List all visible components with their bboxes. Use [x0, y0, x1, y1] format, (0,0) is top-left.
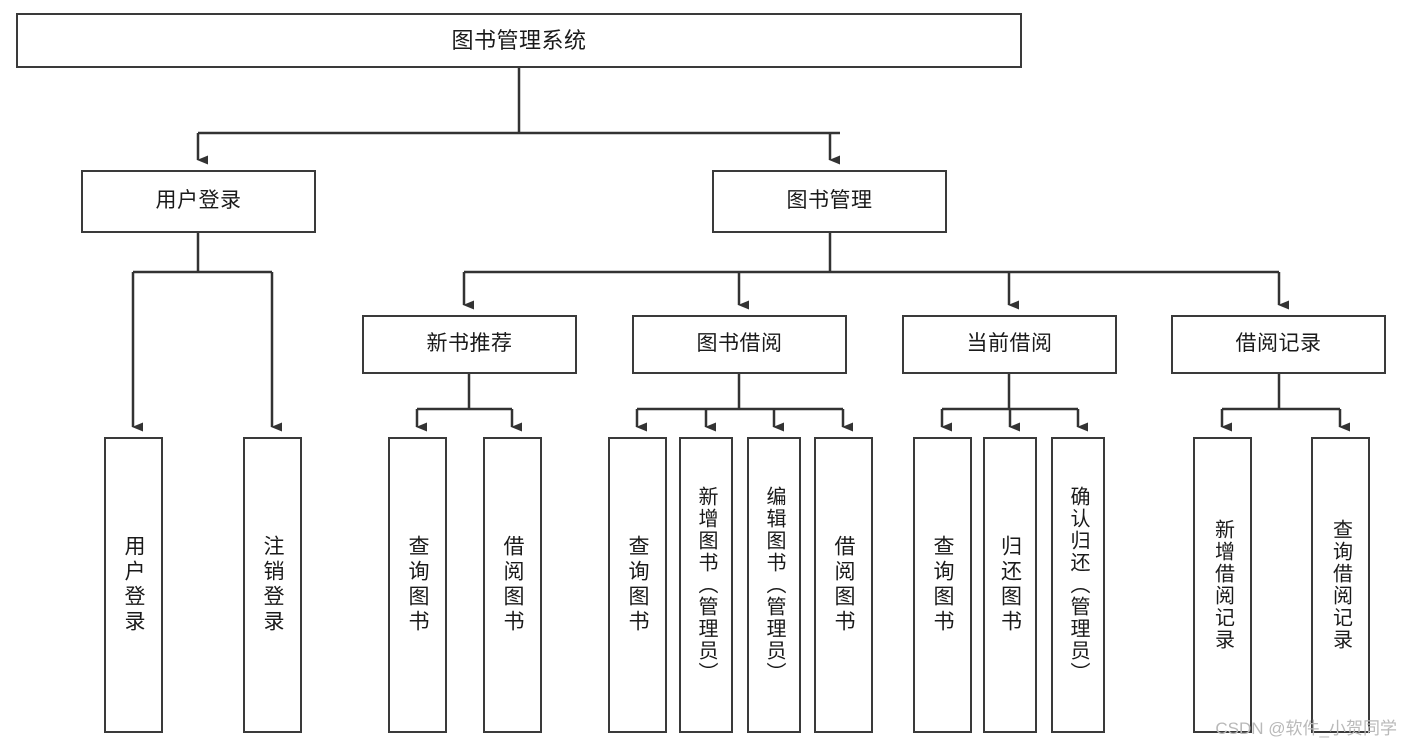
- node-label: 图书管理: [786, 189, 873, 213]
- node-label: 新增图书（管理员）: [695, 486, 717, 684]
- node-label: 注销登录: [261, 535, 284, 635]
- node-label: 借阅图书: [832, 535, 855, 635]
- node-leaf-add-record[interactable]: 新增借阅记录: [1193, 437, 1252, 733]
- node-leaf-query-book-2[interactable]: 查询图书: [608, 437, 667, 733]
- node-label: 确认归还（管理员）: [1067, 486, 1089, 684]
- node-leaf-query-record[interactable]: 查询借阅记录: [1311, 437, 1370, 733]
- node-label: 新增借阅记录: [1211, 519, 1234, 651]
- node-label: 查询图书: [626, 535, 649, 635]
- node-borrow-record[interactable]: 借阅记录: [1171, 315, 1386, 374]
- node-label: 用户登录: [155, 189, 242, 213]
- node-label: 查询图书: [931, 535, 954, 635]
- node-leaf-query-book-3[interactable]: 查询图书: [913, 437, 972, 733]
- node-leaf-query-book-1[interactable]: 查询图书: [388, 437, 447, 733]
- node-new-book-recommend[interactable]: 新书推荐: [362, 315, 577, 374]
- node-user-login[interactable]: 用户登录: [81, 170, 316, 233]
- node-label: 图书管理系统: [451, 27, 587, 53]
- node-leaf-add-book[interactable]: 新增图书（管理员）: [679, 437, 733, 733]
- node-leaf-return-book[interactable]: 归还图书: [983, 437, 1037, 733]
- node-leaf-borrow-book-2[interactable]: 借阅图书: [814, 437, 873, 733]
- node-label: 编辑图书（管理员）: [763, 486, 785, 684]
- node-label: 当前借阅: [966, 332, 1053, 356]
- node-book-manage[interactable]: 图书管理: [712, 170, 947, 233]
- node-label: 查询借阅记录: [1329, 519, 1352, 651]
- csdn-watermark: CSDN @软件_小贺同学: [1215, 719, 1397, 738]
- node-label: 归还图书: [998, 535, 1022, 635]
- node-label: 借阅图书: [501, 535, 524, 635]
- node-current-borrow[interactable]: 当前借阅: [902, 315, 1117, 374]
- node-leaf-logout[interactable]: 注销登录: [243, 437, 302, 733]
- node-label: 查询图书: [406, 535, 429, 635]
- node-label: 新书推荐: [426, 332, 513, 356]
- node-root-system[interactable]: 图书管理系统: [16, 13, 1022, 68]
- node-leaf-borrow-book-1[interactable]: 借阅图书: [483, 437, 542, 733]
- node-book-borrow[interactable]: 图书借阅: [632, 315, 847, 374]
- node-label: 借阅记录: [1235, 332, 1322, 356]
- node-leaf-user-login[interactable]: 用户登录: [104, 437, 163, 733]
- node-leaf-confirm-return[interactable]: 确认归还（管理员）: [1051, 437, 1105, 733]
- node-leaf-edit-book[interactable]: 编辑图书（管理员）: [747, 437, 801, 733]
- node-label: 图书借阅: [696, 332, 783, 356]
- node-label: 用户登录: [122, 535, 145, 635]
